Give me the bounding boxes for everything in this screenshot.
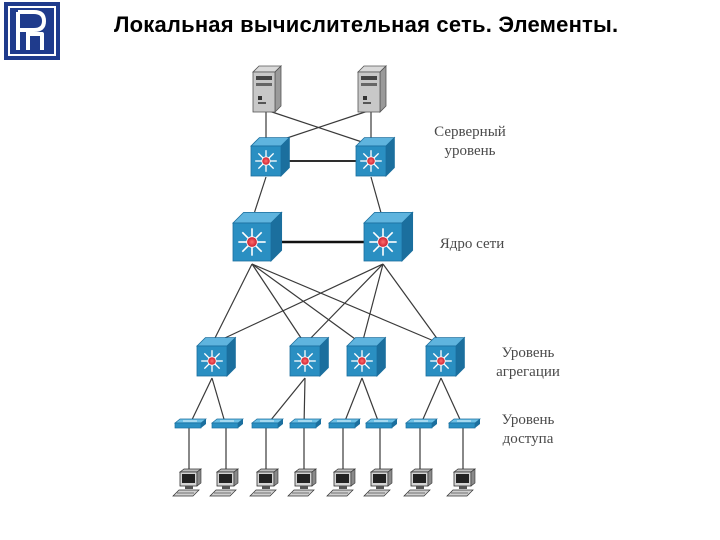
aggregation-access-link: [303, 377, 306, 427]
aggregation-switch-icon: [346, 336, 387, 377]
server-switch-icon: [250, 136, 291, 177]
access-level-label-line: доступа: [503, 431, 554, 447]
aggregation-access-link: [211, 377, 227, 427]
workstation-icon: [446, 468, 477, 497]
core-level-label-line: Ядро сети: [440, 236, 504, 252]
core-aggregation-link: [251, 263, 442, 345]
aggregation-level-label-line: Уровень: [502, 345, 555, 361]
aggregation-access-link: [419, 377, 442, 427]
core-aggregation-link: [251, 263, 363, 345]
server-level-label: Серверный уровень: [434, 124, 506, 159]
aggregation-level-label: Уровень агрегации: [496, 345, 560, 380]
core-aggregation-link: [361, 263, 384, 345]
aggregation-access-link: [440, 377, 464, 427]
workstation-icon: [287, 468, 318, 497]
aggregation-access-link: [342, 377, 363, 427]
core-switch-icon: [363, 211, 414, 262]
workstation-icon: [172, 468, 203, 497]
aggregation-access-link: [361, 377, 381, 427]
page-title: Локальная вычислительная сеть. Элементы.: [114, 12, 619, 37]
access-switch-icon: [405, 418, 438, 429]
server-level-label-line: уровень: [444, 143, 495, 159]
access-switch-icon: [211, 418, 244, 429]
workstation-icon: [403, 468, 434, 497]
core-level-label: Ядро сети: [440, 236, 504, 252]
server-icon: [357, 65, 387, 113]
workstation-icon: [363, 468, 394, 497]
workstation-icon: [209, 468, 240, 497]
core-aggregation-link: [211, 263, 384, 345]
access-switch-icon: [251, 418, 284, 429]
hse-logo-icon: [4, 2, 60, 60]
core-aggregation-link: [211, 263, 253, 345]
access-level-label-line: Уровень: [502, 412, 555, 428]
access-switch-icon: [174, 418, 207, 429]
access-switch-icon: [448, 418, 481, 429]
aggregation-switch-icon: [196, 336, 237, 377]
server-icon: [252, 65, 282, 113]
aggregation-switch-icon: [289, 336, 330, 377]
aggregation-access-link: [188, 377, 213, 427]
server-level-label-line: Серверный: [434, 124, 506, 140]
core-aggregation-link: [251, 263, 306, 345]
access-switch-icon: [365, 418, 398, 429]
aggregation-switch-icon: [425, 336, 466, 377]
network-links: [188, 109, 464, 472]
workstation-icon: [249, 468, 280, 497]
aggregation-access-link: [265, 377, 306, 427]
workstation-icon: [326, 468, 357, 497]
access-switch-icon: [328, 418, 361, 429]
core-aggregation-link: [304, 263, 384, 345]
access-level-label: Уровень доступа: [502, 412, 555, 447]
core-switch-icon: [232, 211, 283, 262]
core-aggregation-link: [382, 263, 442, 345]
aggregation-level-label-line: агрегации: [496, 364, 560, 380]
server-switch-icon: [355, 136, 396, 177]
access-switch-icon: [289, 418, 322, 429]
network-nodes: [172, 65, 481, 497]
